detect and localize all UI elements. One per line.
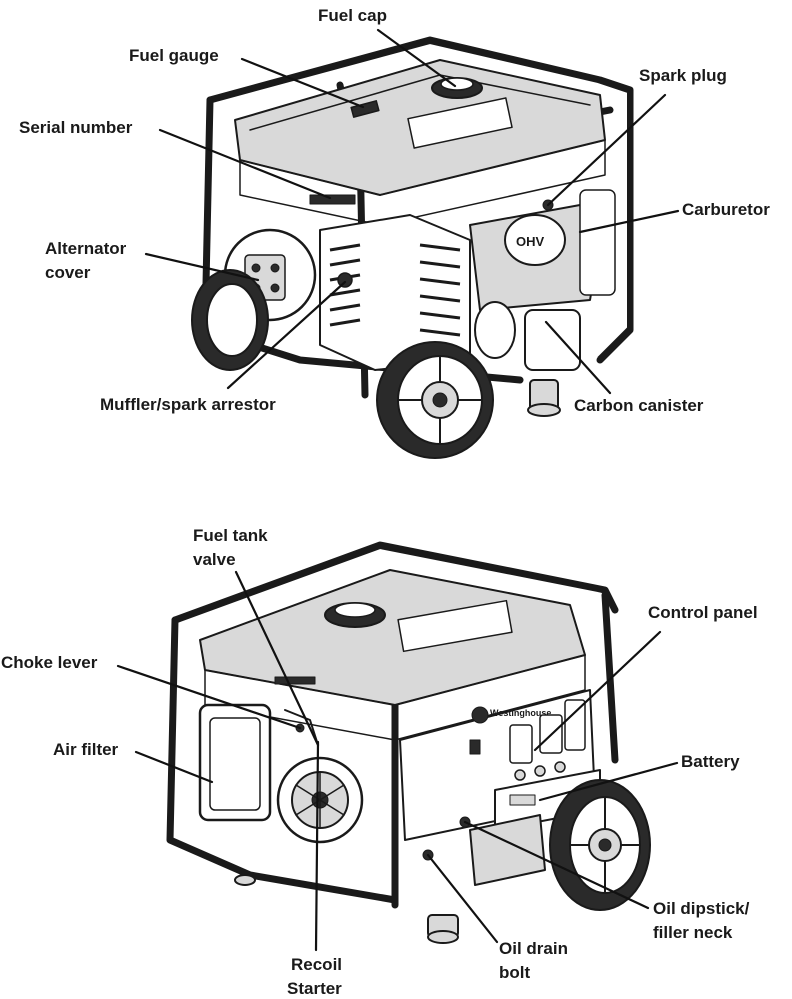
generator-top-illustration: OHV	[191, 36, 634, 459]
leader-fuel-gauge	[240, 57, 365, 109]
label-oil-dipstick-line1: Oil dipstick/	[653, 899, 750, 918]
label-air-filter: Air filter	[53, 740, 119, 759]
leader-fuel-cap	[376, 28, 457, 88]
label-spark-plug: Spark plug	[639, 66, 727, 85]
carbon-canister-part	[524, 309, 581, 371]
leader-carbon-canister	[544, 320, 612, 395]
fuel-gauge-part	[350, 100, 380, 118]
label-carbon-canister: Carbon canister	[574, 396, 704, 415]
label-oil-drain-line1: Oil drain	[499, 939, 568, 958]
label-fuel-tank-valve-line2: valve	[193, 550, 236, 569]
label-fuel-gauge: Fuel gauge	[129, 46, 219, 65]
label-choke-lever: Choke lever	[1, 653, 98, 672]
label-oil-drain-line2: bolt	[499, 963, 530, 982]
leader-control-panel	[533, 630, 662, 752]
generator-top-labels: Fuel cap Fuel gauge Spark plug Serial nu…	[19, 6, 770, 415]
engine-badge-text: OHV	[516, 234, 545, 249]
label-muffler: Muffler/spark arrestor	[100, 395, 276, 414]
label-control-panel: Control panel	[648, 603, 758, 622]
generator-bottom-labels: Fuel tank valve Control panel Choke leve…	[1, 526, 758, 998]
leader-spark-plug	[546, 93, 667, 207]
label-recoil-starter-line1: Recoil	[291, 955, 342, 974]
label-fuel-tank-valve-line1: Fuel tank	[193, 526, 268, 545]
brand-badge-text: Westinghouse	[490, 708, 551, 718]
label-fuel-cap: Fuel cap	[318, 6, 387, 25]
label-battery: Battery	[681, 752, 740, 771]
leader-oil-dipstick	[463, 820, 650, 910]
label-alternator-cover-line1: Alternator	[45, 239, 127, 258]
leader-battery	[538, 761, 679, 802]
generator-bottom-illustration: Westinghouse	[166, 541, 651, 944]
label-carburetor: Carburetor	[682, 200, 770, 219]
leader-muffler	[226, 280, 347, 390]
serial-plate	[309, 194, 356, 205]
leader-choke-lever	[116, 664, 302, 730]
label-oil-dipstick-line2: filler neck	[653, 923, 733, 942]
label-alternator-cover-line2: cover	[45, 263, 91, 282]
leader-oil-drain	[426, 853, 499, 944]
leader-recoil-starter	[314, 740, 320, 952]
leader-alternator-cover	[144, 252, 260, 282]
leader-carburetor	[578, 209, 680, 234]
leader-serial-number	[158, 128, 332, 200]
leader-air-filter	[134, 750, 214, 784]
leader-fuel-tank-valve	[234, 570, 320, 747]
label-serial-number: Serial number	[19, 118, 133, 137]
label-recoil-starter-line2: Starter	[287, 979, 342, 998]
